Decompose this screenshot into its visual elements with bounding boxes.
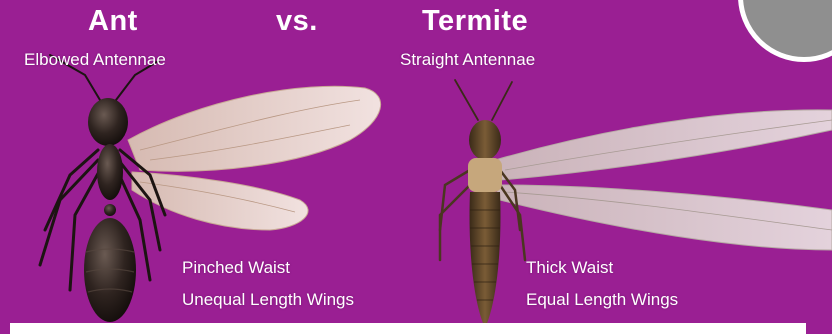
bottom-strip — [0, 323, 832, 334]
termite-hindwing — [495, 185, 832, 250]
termite-antennae-label: Straight Antennae — [400, 50, 535, 70]
termite-thorax — [468, 158, 502, 192]
ant-antennae-label: Elbowed Antennae — [24, 50, 166, 70]
termite-forewing — [495, 110, 832, 180]
ant-title: Ant — [88, 5, 138, 38]
termite-title: Termite — [422, 5, 528, 38]
ant-waist-label: Pinched Waist — [182, 258, 290, 278]
bottom-strip-right-edge — [806, 323, 832, 334]
termite-head — [469, 120, 501, 160]
versus-label: vs. — [276, 5, 318, 38]
bottom-strip-left-edge — [0, 323, 10, 334]
termite-abdomen — [470, 192, 501, 328]
ant-wings-label: Unequal Length Wings — [182, 290, 354, 310]
termite-waist-label: Thick Waist — [526, 258, 613, 278]
termite-wings-label: Equal Length Wings — [526, 290, 678, 310]
